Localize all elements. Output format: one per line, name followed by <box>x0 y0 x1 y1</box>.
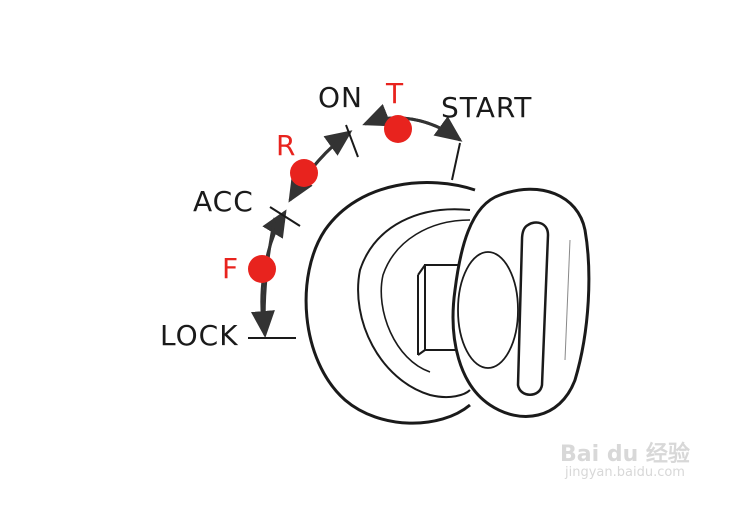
label-on: ON <box>318 81 363 114</box>
key-head <box>451 187 591 418</box>
watermark-brand: Bai du 经验 <box>560 442 690 467</box>
marker-t <box>384 115 412 143</box>
position-ticks <box>248 124 461 339</box>
label-r: R <box>276 129 297 162</box>
marker-f <box>248 255 276 283</box>
label-start: START <box>441 91 533 124</box>
lock-barrel <box>304 181 476 425</box>
position-markers <box>248 115 412 283</box>
position-arc <box>251 103 463 338</box>
label-f: F <box>222 252 240 285</box>
marker-r <box>290 159 318 187</box>
label-lock: LOCK <box>160 319 239 352</box>
label-acc: ACC <box>193 185 254 218</box>
watermark-url: jingyan.baidu.com <box>565 465 685 480</box>
label-t: T <box>386 77 405 110</box>
